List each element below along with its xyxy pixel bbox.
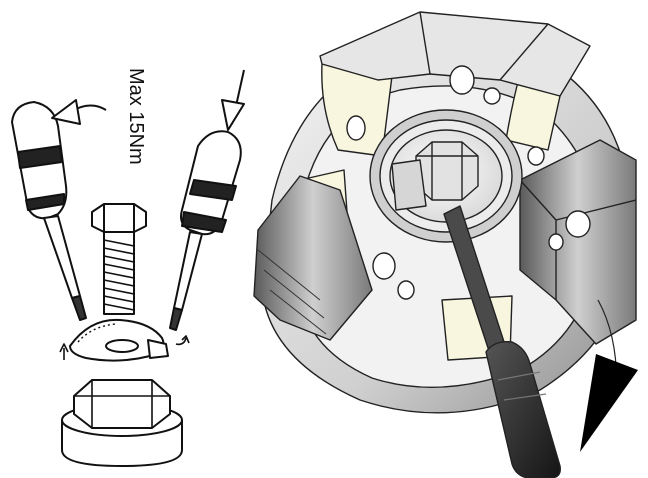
exploded-view bbox=[11, 69, 245, 467]
torque-label: Max 15Nm bbox=[125, 68, 147, 165]
jaw-top-icon bbox=[319, 11, 591, 97]
hex-nut-icon bbox=[61, 379, 183, 467]
push-arrow-icon bbox=[221, 69, 245, 131]
chuck-view bbox=[253, 11, 637, 478]
turn-arrow-left-icon bbox=[51, 99, 107, 125]
rotate-arrows-icon bbox=[59, 335, 190, 360]
bolt-icon bbox=[91, 203, 147, 315]
lock-washer-icon bbox=[69, 318, 169, 362]
jaw-left-icon bbox=[253, 175, 373, 341]
hex-nut-icon bbox=[415, 141, 479, 201]
screwdriver-right-icon bbox=[169, 130, 242, 331]
bolt-holes bbox=[346, 65, 591, 300]
jaw-right-icon bbox=[519, 139, 637, 345]
screwdriver-icon bbox=[443, 205, 561, 478]
rotate-arrow-icon bbox=[580, 354, 638, 452]
washer-tab bbox=[391, 159, 427, 211]
screwdriver-left-icon bbox=[11, 101, 87, 321]
